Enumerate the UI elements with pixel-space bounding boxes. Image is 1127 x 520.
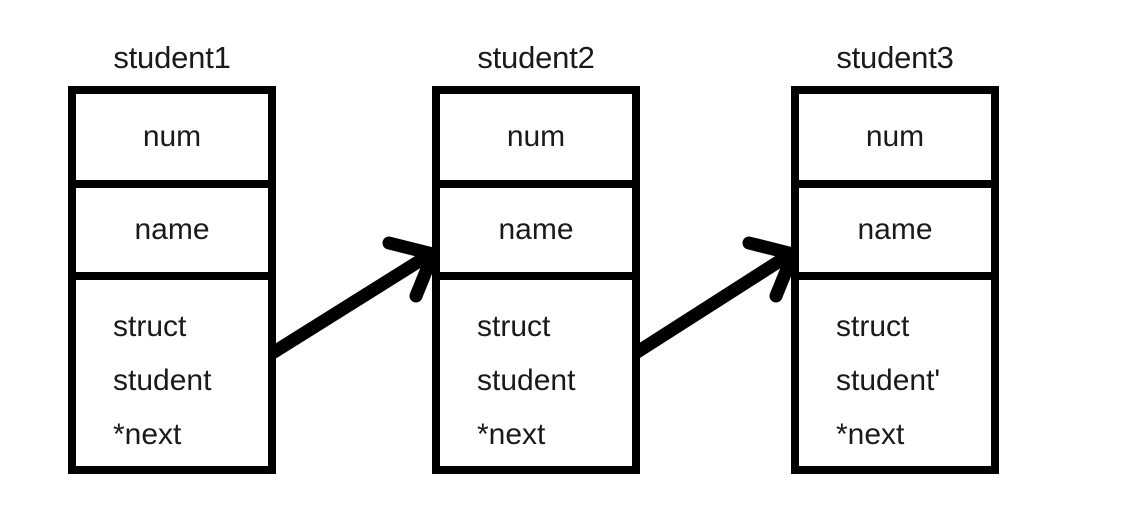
node1-field-next: struct student *next (76, 280, 268, 466)
node1-next-line-student: student (113, 364, 212, 397)
node3-next-line-student: student' (836, 364, 941, 397)
node2-next-line-pointer: *next (477, 418, 546, 451)
node3-next-line-pointer: *next (836, 418, 905, 451)
node3-next-stub: ' (934, 364, 941, 397)
node-box-student3: num name struct student' *next (791, 86, 999, 474)
node3-name-label: name (857, 213, 933, 246)
node1-field-name: name (76, 188, 268, 280)
node3-field-next: struct student' *next (799, 280, 991, 466)
node2-name-label: name (498, 213, 574, 246)
node1-next-line-pointer: *next (113, 418, 182, 451)
node-box-student2: num name struct student *next (432, 86, 640, 474)
node-title-student2: student2 (477, 40, 595, 75)
node2-field-num: num (440, 94, 632, 188)
node3-field-name: name (799, 188, 991, 280)
node2-num-label: num (506, 120, 566, 153)
node2-field-next: struct student *next (440, 280, 632, 466)
node2-field-name: name (440, 188, 632, 280)
node2-next-line-student: student (477, 364, 576, 397)
node3-field-num: num (799, 94, 991, 188)
node1-name-label: name (134, 213, 210, 246)
node-box-student1: num name struct student *next (68, 86, 276, 474)
node-title-student1: student1 (113, 40, 231, 75)
node1-field-num: num (76, 94, 268, 188)
node-title-student3: student3 (836, 40, 954, 75)
node1-next-line-struct: struct (113, 310, 187, 343)
node1-num-label: num (142, 120, 202, 153)
node2-next-line-struct: struct (477, 310, 551, 343)
node3-num-label: num (865, 120, 925, 153)
node3-next-line-struct: struct (836, 310, 910, 343)
